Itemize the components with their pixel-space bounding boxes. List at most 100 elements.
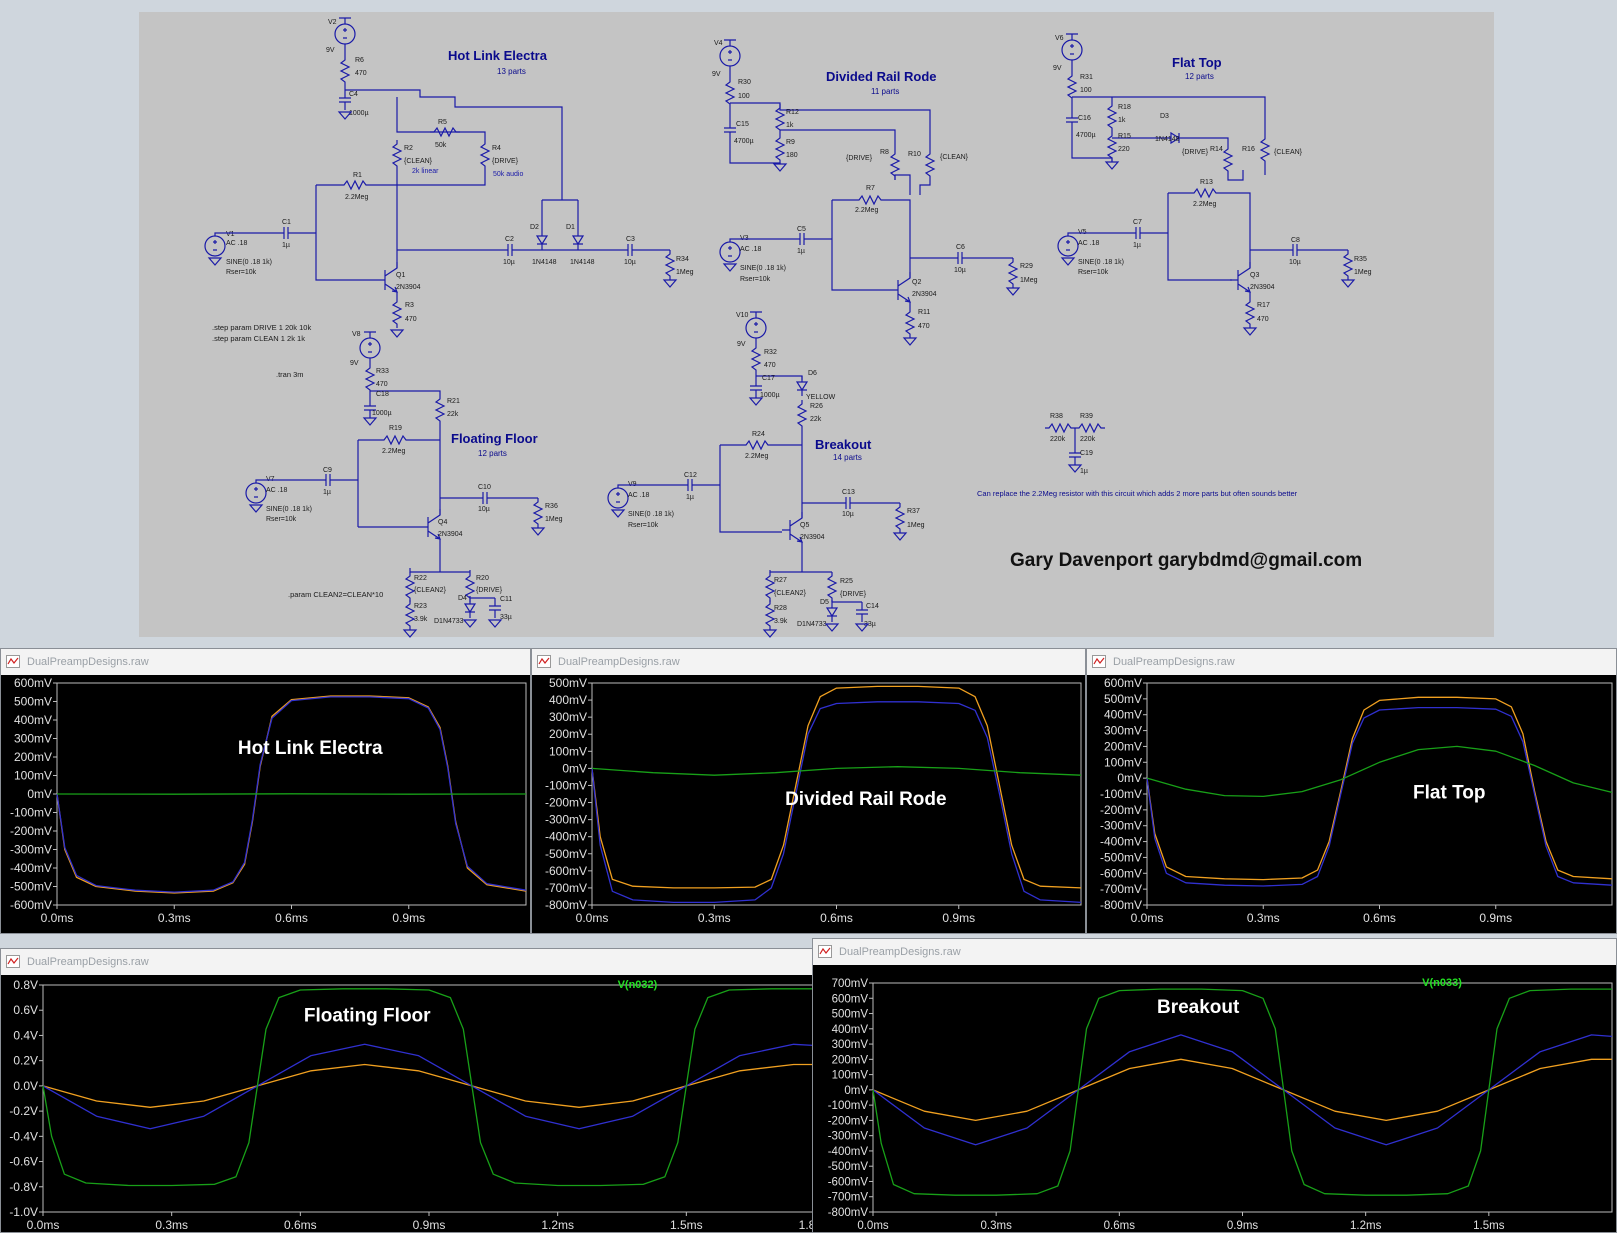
label-q4-type: 2N3904 xyxy=(438,531,463,538)
y-tick-label: -500mV xyxy=(545,847,587,861)
y-tick-label: 400mV xyxy=(549,693,587,707)
label-r22: R22 xyxy=(414,575,427,582)
label-v9-rser: Rser=10k xyxy=(628,522,659,529)
schematic: V2 9V R6 470 C4 1000µ R5 50k R2 {CLEAN} … xyxy=(139,12,1494,638)
label-r9-value: 180 xyxy=(786,152,798,159)
label-r14: R14 xyxy=(1210,146,1223,153)
label-v3-rser: Rser=10k xyxy=(740,276,771,283)
plot-hot-link-electra[interactable]: 600mV500mV400mV300mV200mV100mV0mV-100mV-… xyxy=(1,675,531,934)
series-line-1 xyxy=(872,1034,1613,1146)
y-tick-label: -500mV xyxy=(10,880,52,894)
y-tick-label: 100mV xyxy=(1104,755,1142,769)
label-c4: C4 xyxy=(349,91,358,98)
series-line-0 xyxy=(42,1063,815,1108)
label-r5: R5 xyxy=(438,119,447,126)
label-r19: R19 xyxy=(389,425,402,432)
label-c14-value: 33µ xyxy=(864,621,876,628)
y-tick-label: -600mV xyxy=(1100,866,1142,880)
window-title: DualPreampDesigns.raw xyxy=(1113,656,1235,668)
window-title-bar[interactable]: DualPreampDesigns.raw xyxy=(1,649,530,675)
plot-title: Divided Rail Rode xyxy=(785,789,947,810)
alt-feedback-network: R38 R39 220k 220k C19 1µ xyxy=(1044,413,1106,475)
x-tick-label: 0.9ms xyxy=(392,911,425,925)
waveform-icon xyxy=(6,955,20,968)
waveform-icon xyxy=(537,655,551,668)
label-r10: R10 xyxy=(908,151,921,158)
label-q3-type: 2N3904 xyxy=(1250,284,1275,291)
y-tick-label: -200mV xyxy=(1100,803,1142,817)
label-v7-sine: SINE(0 .18 1k) xyxy=(266,506,312,513)
label-r20: R20 xyxy=(476,575,489,582)
label-c2-value: 10µ xyxy=(503,259,515,266)
circuit-divided-rail-rode: V4 9V R30 100 C15 4700µ R12 1k R9 180 R8… xyxy=(712,39,1038,346)
window-title-bar[interactable]: DualPreampDesigns.raw xyxy=(1087,649,1616,675)
schematic-canvas xyxy=(139,12,1494,637)
label-r23: R23 xyxy=(414,603,427,610)
circuit-title-breakout: Breakout xyxy=(815,437,872,452)
circuit-hot-link-electra: V2 9V R6 470 C4 1000µ R5 50k R2 {CLEAN} … xyxy=(204,17,694,338)
label-c12: C12 xyxy=(684,472,697,479)
label-r38: R38 xyxy=(1050,413,1063,420)
label-r25-value: {DRIVE} xyxy=(840,591,867,598)
label-c9-value: 1µ xyxy=(323,489,331,496)
label-r28: R28 xyxy=(774,605,787,612)
x-tick-label: 0.9ms xyxy=(413,1218,446,1232)
y-tick-label: 200mV xyxy=(14,750,52,764)
directive-step-clean: .step param CLEAN 1 2k 1k xyxy=(212,334,305,343)
label-c16-value: 4700µ xyxy=(1076,132,1096,139)
label-r29-value: 1Meg xyxy=(1020,277,1038,284)
label-r39: R39 xyxy=(1080,413,1093,420)
y-tick-label: -600mV xyxy=(545,864,587,878)
label-c5: C5 xyxy=(797,226,806,233)
label-v1: V1 xyxy=(226,231,235,238)
window-title-bar[interactable]: DualPreampDesigns.raw xyxy=(532,649,1085,675)
y-tick-label: 400mV xyxy=(14,713,52,727)
series-line-1 xyxy=(591,701,1082,904)
x-tick-label: 0.3ms xyxy=(158,911,191,925)
label-r26-value: 22k xyxy=(810,416,822,423)
x-tick-label: 0.0ms xyxy=(41,911,74,925)
y-tick-label: -1.0V xyxy=(9,1205,38,1219)
y-tick-label: -800mV xyxy=(828,1207,869,1219)
x-tick-label: 0.0ms xyxy=(576,911,609,925)
series-line-2 xyxy=(42,988,815,1187)
plot-flat-top[interactable]: 600mV500mV400mV300mV200mV100mV0mV-100mV-… xyxy=(1087,675,1617,934)
y-tick-label: -0.6V xyxy=(9,1155,38,1169)
series-line-2 xyxy=(1146,745,1613,798)
plot-breakout[interactable]: 700mV600mV500mV400mV300mV200mV100mV0mV-1… xyxy=(813,965,1617,1233)
x-tick-label: 0.3ms xyxy=(1247,911,1280,925)
plot-floating-floor[interactable]: 0.8V0.6V0.4V0.2V0.0V-0.2V-0.4V-0.6V-0.8V… xyxy=(1,975,820,1233)
label-c18-value: 1000µ xyxy=(372,410,392,417)
label-q1-type: 2N3904 xyxy=(396,284,421,291)
label-v4: V4 xyxy=(714,40,723,47)
label-c19-value: 1µ xyxy=(1080,468,1088,475)
y-tick-label: -400mV xyxy=(10,861,52,875)
label-c8: C8 xyxy=(1291,237,1300,244)
label-r35: R35 xyxy=(1354,256,1367,263)
y-tick-label: 200mV xyxy=(549,727,587,741)
plot-divided-rail-rode[interactable]: 500mV400mV300mV200mV100mV0mV-100mV-200mV… xyxy=(532,675,1086,934)
label-v2: V2 xyxy=(328,19,337,26)
y-tick-label: 0.4V xyxy=(13,1028,38,1042)
label-c10-value: 10µ xyxy=(478,506,490,513)
y-tick-label: 300mV xyxy=(549,710,587,724)
window-title: DualPreampDesigns.raw xyxy=(839,946,961,958)
y-tick-label: 300mV xyxy=(832,1039,869,1051)
label-r17: R17 xyxy=(1257,302,1270,309)
label-r4: R4 xyxy=(492,145,501,152)
y-tick-label: 0.2V xyxy=(13,1054,38,1068)
alt-circuit-note: Can replace the 2.2Meg resistor with thi… xyxy=(977,489,1298,498)
window-title-bar[interactable]: DualPreampDesigns.raw xyxy=(813,939,1616,965)
label-c6-value: 10µ xyxy=(954,267,966,274)
label-v2-value: 9V xyxy=(326,47,335,54)
label-d4: D4 xyxy=(458,595,467,602)
window-title-bar[interactable]: DualPreampDesigns.raw xyxy=(1,949,819,975)
y-tick-label: 600mV xyxy=(1104,676,1142,690)
label-r23-value: 3.9k xyxy=(414,616,428,623)
label-q4: Q4 xyxy=(438,519,447,526)
